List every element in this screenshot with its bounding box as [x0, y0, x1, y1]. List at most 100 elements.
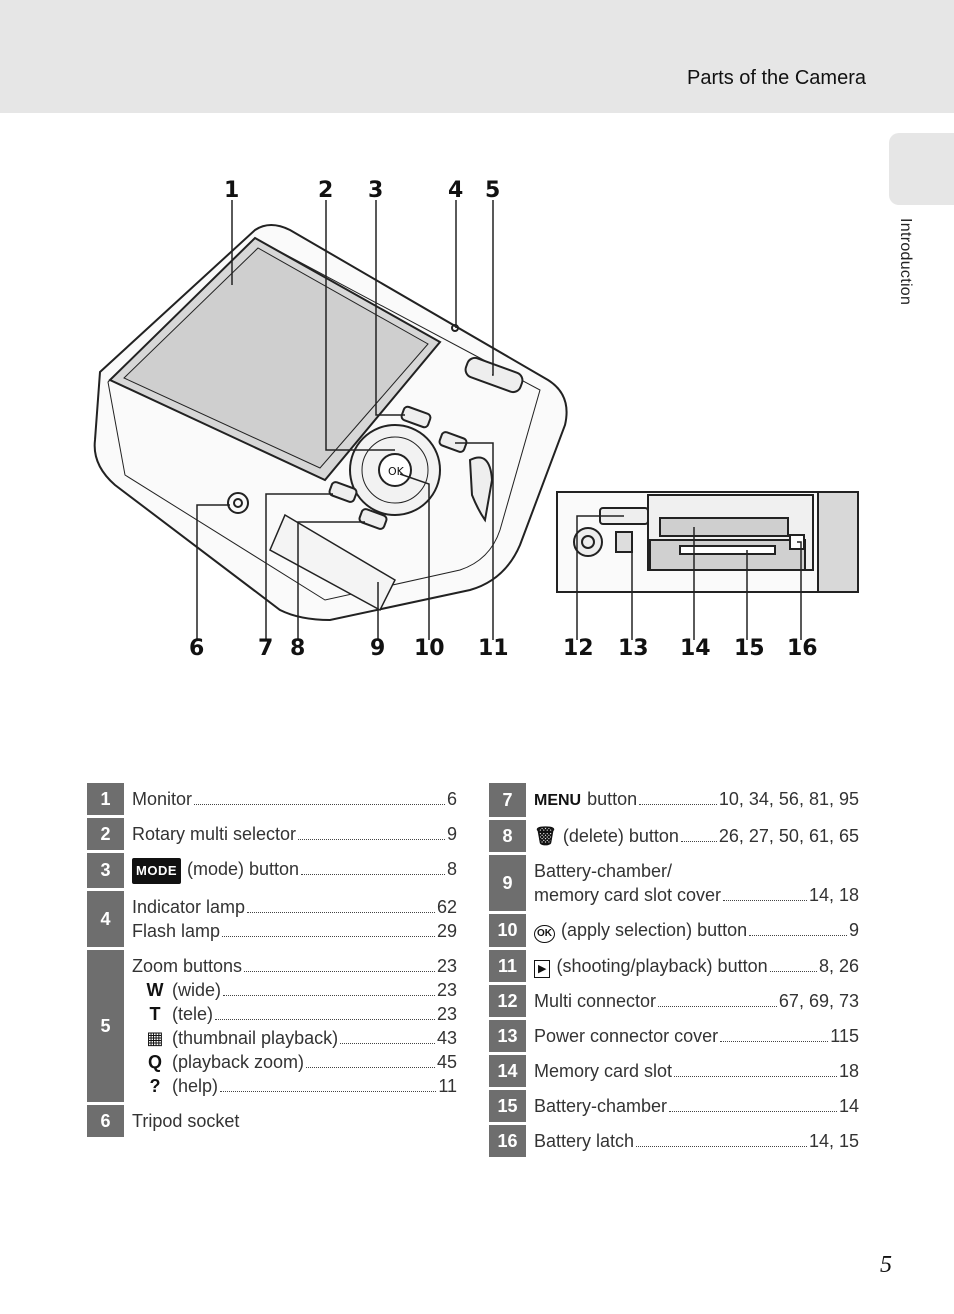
row-number: 10: [489, 914, 526, 947]
row-number: 12: [489, 985, 526, 1017]
row-number: 14: [489, 1055, 526, 1087]
table-row: 16 Battery latch 14, 15: [489, 1125, 859, 1157]
sub-part-name: (playback zoom): [172, 1052, 305, 1072]
part-name: Power connector cover: [534, 1026, 719, 1046]
page-ref[interactable]: 14: [838, 1096, 859, 1116]
row-number: 3: [87, 853, 124, 888]
table-row: 13 Power connector cover 115: [489, 1020, 859, 1052]
callout-3: 3: [368, 178, 384, 203]
callout-4: 4: [448, 178, 464, 203]
part-name: Tripod socket: [132, 1111, 240, 1131]
page-ref[interactable]: 8, 26: [818, 956, 859, 976]
row-number: 16: [489, 1125, 526, 1157]
table-row: 6 Tripod socket: [87, 1105, 457, 1137]
header-band: [0, 0, 954, 113]
part-name: (delete) button: [562, 826, 679, 846]
callout-10: 10: [414, 636, 445, 661]
wide-icon: W: [146, 980, 164, 1000]
row-number: 9: [489, 855, 526, 911]
callout-9: 9: [370, 636, 386, 661]
row-number: 5: [87, 950, 124, 1102]
callout-7: 7: [258, 636, 274, 661]
row-number: 4: [87, 891, 124, 947]
trash-icon: 🗑: [534, 826, 557, 846]
page-ref[interactable]: 9: [446, 824, 457, 844]
camera-drawing: OK: [93, 200, 859, 640]
thumbnail-icon: ▦: [146, 1028, 164, 1048]
row-number: 7: [489, 783, 526, 817]
row-number: 13: [489, 1020, 526, 1052]
page-ref[interactable]: 26, 27, 50, 61, 65: [718, 826, 859, 846]
row-number: 2: [87, 818, 124, 850]
zoom-icon: Q: [147, 1052, 162, 1072]
page-ref[interactable]: 43: [436, 1028, 457, 1048]
part-name: (mode) button: [187, 859, 300, 879]
table-row: 3 MODE (mode) button 8: [87, 853, 457, 888]
page-ref[interactable]: 18: [838, 1061, 859, 1081]
page-ref[interactable]: 10, 34, 56, 81, 95: [718, 789, 859, 809]
mode-icon: MODE: [132, 858, 181, 884]
help-icon: ?: [149, 1076, 161, 1096]
callout-15: 15: [734, 636, 765, 661]
page-ref[interactable]: 9: [848, 920, 859, 940]
chapter-tab-label: Introduction: [897, 218, 914, 306]
row-number: 8: [489, 820, 526, 852]
part-name: Rotary multi selector: [132, 824, 297, 844]
part-name: (apply selection) button: [561, 920, 748, 940]
chapter-tab[interactable]: [889, 133, 954, 205]
part-name: Indicator lamp: [132, 897, 246, 917]
page-ref[interactable]: 23: [436, 956, 457, 976]
row-number: 6: [87, 1105, 124, 1137]
section-title: Parts of the Camera: [687, 67, 866, 89]
callout-11: 11: [478, 636, 509, 661]
tele-icon: T: [149, 1004, 161, 1024]
table-row: 4 Indicator lamp 62 Flash lamp 29: [87, 891, 457, 947]
svg-text:OK: OK: [388, 465, 405, 478]
part-name: Flash lamp: [132, 921, 221, 941]
callout-6: 6: [189, 636, 205, 661]
page-ref[interactable]: 62: [436, 897, 457, 917]
playback-icon: ▶: [534, 960, 551, 978]
ok-icon: OK: [534, 925, 555, 943]
page-number: 5: [880, 1252, 892, 1278]
part-name: Battery latch: [534, 1131, 635, 1151]
part-name: memory card slot cover: [534, 885, 722, 905]
part-name: Battery-chamber/: [534, 861, 673, 881]
callout-12: 12: [563, 636, 594, 661]
callout-8: 8: [290, 636, 306, 661]
part-name: Battery-chamber: [534, 1096, 668, 1116]
page-ref[interactable]: 23: [436, 1004, 457, 1024]
page-ref[interactable]: 14, 18: [808, 885, 859, 905]
page-ref[interactable]: 67, 69, 73: [778, 991, 859, 1011]
callout-1: 1: [224, 178, 240, 203]
page-ref[interactable]: 8: [446, 859, 457, 879]
callout-2: 2: [318, 178, 334, 203]
page-ref[interactable]: 29: [436, 921, 457, 941]
sub-part-name: (tele): [172, 1004, 214, 1024]
table-row: 2 Rotary multi selector 9: [87, 818, 457, 850]
table-row: 10 OK (apply selection) button 9: [489, 914, 859, 947]
callout-14: 14: [680, 636, 711, 661]
page-ref[interactable]: 11: [438, 1076, 457, 1096]
page-ref[interactable]: 6: [446, 789, 457, 809]
row-number: 1: [87, 783, 124, 815]
row-number: 15: [489, 1090, 526, 1122]
callout-16: 16: [787, 636, 818, 661]
page-ref[interactable]: 45: [436, 1052, 457, 1072]
part-name: Multi connector: [534, 991, 657, 1011]
sub-part-name: (help): [172, 1076, 219, 1096]
page-ref[interactable]: 14, 15: [808, 1131, 859, 1151]
part-name: Zoom buttons: [132, 956, 243, 976]
page-ref[interactable]: 115: [830, 1026, 859, 1046]
table-row: 9 Battery-chamber/ memory card slot cove…: [489, 855, 859, 911]
table-row: 15 Battery-chamber 14: [489, 1090, 859, 1122]
page-ref[interactable]: 23: [436, 980, 457, 1000]
camera-illustration: OK: [0, 150, 954, 690]
menu-icon: MENU: [534, 792, 582, 809]
